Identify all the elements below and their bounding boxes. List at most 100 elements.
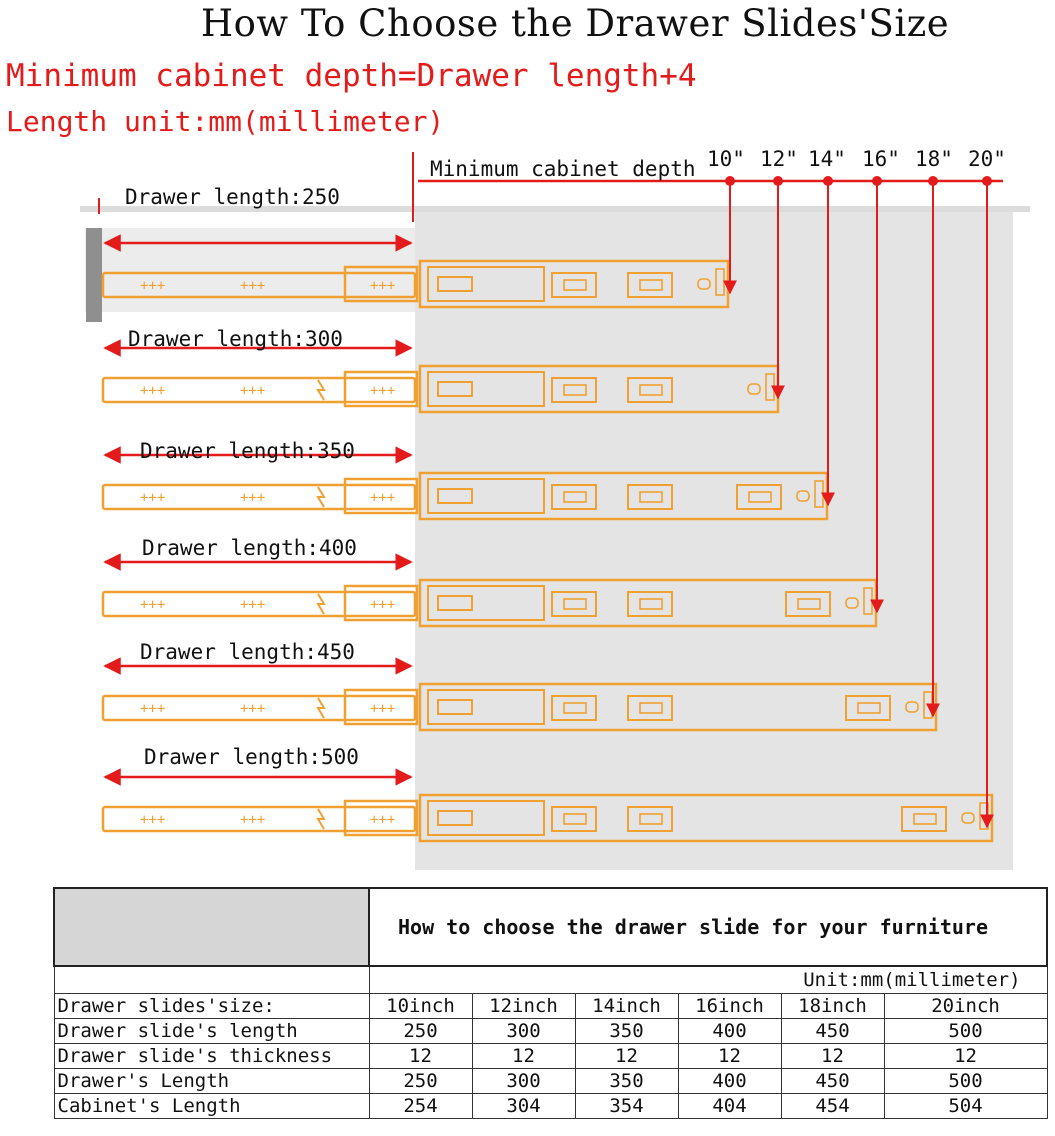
mount-slot-hole bbox=[563, 491, 587, 503]
slide-hole-glyph: +++ bbox=[140, 490, 165, 506]
slide-hole-glyph: +++ bbox=[140, 812, 165, 828]
table-header-blank bbox=[53, 887, 370, 967]
slide-hole-glyph: +++ bbox=[140, 701, 165, 717]
inner-slide bbox=[101, 590, 417, 618]
inner-slide bbox=[101, 483, 417, 511]
slide-connector bbox=[343, 370, 419, 408]
carriage-latch bbox=[437, 595, 473, 611]
table-row-label: Cabinet's Length bbox=[53, 1093, 370, 1119]
slide-connector bbox=[343, 477, 419, 515]
break-mark bbox=[316, 593, 326, 615]
end-stop bbox=[905, 701, 919, 713]
table-row-label: Drawer slides'size: bbox=[53, 993, 370, 1019]
mount-slot bbox=[627, 484, 673, 510]
table-cell: 354 bbox=[574, 1093, 679, 1119]
mount-slot bbox=[845, 695, 891, 721]
slide-hole-glyph: +++ bbox=[370, 278, 395, 294]
carriage-latch bbox=[437, 488, 473, 504]
min-depth-label: Minimum cabinet depth bbox=[430, 157, 696, 181]
break-mark bbox=[316, 808, 326, 830]
size-label: 14" bbox=[808, 147, 846, 171]
slide-hole-glyph: +++ bbox=[240, 597, 265, 613]
outer-slide-carriage bbox=[427, 800, 545, 836]
table-cell: 350 bbox=[574, 1018, 679, 1044]
mount-slot bbox=[551, 806, 597, 832]
drawer-slide-diagram: ++++++++++++++++++++++++++++++++++++++++… bbox=[80, 147, 1030, 870]
table-cell: 16inch bbox=[677, 993, 782, 1019]
slide-hole-glyph: +++ bbox=[240, 278, 265, 294]
cabinet-area bbox=[415, 210, 1013, 870]
table-cell: 14inch bbox=[574, 993, 679, 1019]
size-label: 18" bbox=[915, 147, 953, 171]
mount-slot-hole bbox=[639, 279, 663, 291]
slide-hole-glyph: +++ bbox=[240, 383, 265, 399]
slide-hole-glyph: +++ bbox=[240, 701, 265, 717]
slide-hole-glyph: +++ bbox=[370, 701, 395, 717]
table-cell: 250 bbox=[368, 1068, 473, 1094]
mount-slot-hole bbox=[563, 279, 587, 291]
mount-slot-hole bbox=[563, 702, 587, 714]
carriage-latch bbox=[437, 810, 473, 826]
outer-slide-carriage bbox=[427, 689, 545, 725]
slide-hole-glyph: +++ bbox=[140, 383, 165, 399]
mount-slot-hole bbox=[913, 813, 937, 825]
mount-slot bbox=[627, 591, 673, 617]
slide-connector bbox=[343, 265, 419, 303]
depth-formula: Minimum cabinet depth=Drawer length+4 bbox=[6, 58, 697, 94]
break-mark bbox=[316, 486, 326, 508]
slide-connector bbox=[343, 688, 419, 726]
mount-slot bbox=[551, 377, 597, 403]
table-cell: 300 bbox=[471, 1068, 576, 1094]
end-stop bbox=[697, 278, 711, 290]
mount-slot bbox=[627, 377, 673, 403]
table-cell: 504 bbox=[883, 1093, 1048, 1119]
table-header-row: How to choose the drawer slide for your … bbox=[53, 887, 1049, 967]
table-cell: 12inch bbox=[471, 993, 576, 1019]
mount-slot bbox=[785, 591, 831, 617]
end-stop bbox=[796, 490, 810, 502]
slide-hole-glyph: +++ bbox=[370, 383, 395, 399]
table-cell: 12 bbox=[368, 1043, 473, 1069]
mount-slot-hole bbox=[857, 702, 881, 714]
mount-slot-hole bbox=[748, 491, 772, 503]
table-row-label: Drawer slide's length bbox=[53, 1018, 370, 1044]
size-label: 10" bbox=[707, 147, 745, 171]
carriage-latch bbox=[437, 276, 473, 292]
mount-slot bbox=[551, 272, 597, 298]
table-cell: 350 bbox=[574, 1068, 679, 1094]
end-stop bbox=[845, 597, 859, 609]
size-table-wrapper: How to choose the drawer slide for your … bbox=[53, 887, 1049, 1119]
outer-slide-carriage bbox=[427, 371, 545, 407]
table-unit-row: Unit:mm(millimeter) bbox=[53, 965, 1048, 994]
table-cell: 450 bbox=[780, 1068, 885, 1094]
slide-hole-glyph: +++ bbox=[370, 490, 395, 506]
drawer-length-label: Drawer length:400 bbox=[142, 536, 357, 560]
table-cell: 500 bbox=[883, 1018, 1048, 1044]
drawer-length-label: Drawer length:350 bbox=[140, 439, 355, 463]
mount-slot bbox=[736, 484, 782, 510]
mount-slot-hole bbox=[639, 702, 663, 714]
mount-slot-hole bbox=[797, 598, 821, 610]
mount-slot-hole bbox=[639, 491, 663, 503]
mount-slot-hole bbox=[563, 813, 587, 825]
table-cell: 12 bbox=[471, 1043, 576, 1069]
mount-slot bbox=[901, 806, 947, 832]
inner-slide bbox=[101, 805, 417, 833]
break-mark bbox=[316, 379, 326, 401]
table-cell: 454 bbox=[780, 1093, 885, 1119]
cabinet-front-area bbox=[85, 228, 415, 312]
mount-slot-hole bbox=[639, 598, 663, 610]
table-cell: 18inch bbox=[780, 993, 885, 1019]
inner-slide bbox=[101, 376, 417, 404]
slide-connector bbox=[343, 799, 419, 837]
inner-slide bbox=[101, 271, 417, 299]
table-cell: 404 bbox=[677, 1093, 782, 1119]
table-cell: 12 bbox=[780, 1043, 885, 1069]
drawer-length-label: Drawer length:250 bbox=[125, 185, 340, 209]
slide-hole-glyph: +++ bbox=[240, 812, 265, 828]
